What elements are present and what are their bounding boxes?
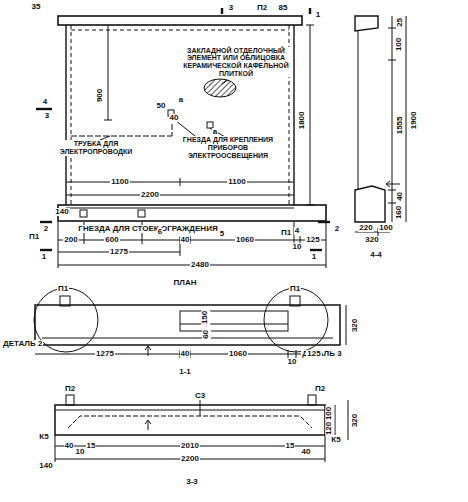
dimension-label: П1: [28, 233, 40, 242]
dimension-label: 15: [285, 442, 296, 451]
dimension-label: ДЕТАЛЬ 2: [2, 340, 43, 349]
dimension-label: 4-4: [369, 251, 383, 260]
dimension-label: 85: [278, 4, 289, 13]
dimension-label: П2: [256, 4, 268, 13]
dimension-label: 100: [396, 36, 405, 51]
dimension-label: 1: [41, 253, 47, 262]
dimension-label: 320: [364, 236, 379, 245]
dimension-label: 2200: [180, 455, 200, 464]
dimension-label: 5: [219, 230, 225, 239]
dimension-label: 2010: [180, 442, 200, 451]
dimension-label: 10: [287, 358, 298, 367]
dimension-label: 40: [169, 114, 180, 123]
dimension-label: 1060: [235, 236, 255, 245]
dimension-label: 1275: [95, 350, 115, 359]
dimension-label: 2: [43, 225, 49, 234]
dimension-label: а: [178, 96, 184, 105]
dimension-label: 10: [75, 448, 86, 457]
dimension-label: 3: [228, 4, 234, 13]
dimension-label: 1060: [228, 350, 248, 359]
dimension-label: 320: [352, 412, 361, 427]
dimension-label: 4: [42, 98, 48, 107]
dimension-label: 1100: [110, 178, 129, 187]
dimension-label: 1800: [298, 110, 307, 130]
dimension-label: 40: [180, 350, 191, 359]
dimension-label: 4: [294, 227, 300, 236]
dimension-label: 220: [358, 224, 373, 233]
dimension-label: 40: [396, 191, 405, 202]
dimension-label: 1555: [396, 115, 405, 135]
dimension-label: 40: [301, 448, 312, 457]
dimension-label: 150: [202, 309, 211, 324]
note-label: ГНЕЗДА ДЛЯ КРЕПЛЕНИЯ ПРИБОРОВ ЭЛЕКТРООСВ…: [173, 136, 283, 159]
dimension-label: 15: [86, 442, 97, 451]
dimension-label: 100: [378, 224, 393, 233]
dimension-label: С3: [194, 392, 206, 401]
dimension-label: 25: [396, 17, 405, 28]
dimension-label: 2480: [190, 261, 210, 270]
dimension-label: 1275: [109, 248, 129, 257]
dimension-label: К5: [330, 436, 341, 445]
dimension-label: 125: [305, 236, 320, 245]
dimension-label: 10: [292, 243, 303, 252]
dimension-label: 1: [315, 11, 321, 20]
dimension-label: 2200: [140, 191, 160, 200]
dimension-label: 60: [202, 329, 211, 340]
dimension-label: 160: [396, 204, 405, 219]
dimension-label: П1: [280, 229, 292, 238]
dimension-label: 1100: [227, 178, 246, 187]
dimension-label: П1: [57, 285, 69, 294]
dimension-label: 6: [157, 228, 163, 237]
dimension-label: К5: [38, 433, 49, 442]
dimension-label: 100: [326, 405, 335, 420]
dimension-label: 40: [180, 236, 191, 245]
dimension-label: 120: [326, 420, 335, 435]
dimension-label: 2: [334, 225, 340, 234]
note-label: ТРУБКА ДЛЯ ЭЛЕКТРОПРОВОДКИ: [57, 140, 135, 155]
dimension-label: П2: [64, 385, 76, 394]
dimension-label: 320: [352, 317, 361, 332]
dimension-label: 140: [38, 462, 53, 471]
dimension-label: 125: [306, 350, 321, 359]
dimension-label: П1: [289, 285, 301, 294]
dimension-label: 3: [44, 112, 50, 121]
dimension-label: 1900: [410, 110, 419, 130]
dimension-label: 50: [156, 102, 167, 111]
dimension-label: П2: [314, 385, 326, 394]
dimension-label: 3-3: [185, 478, 199, 487]
dimension-label: 40: [64, 442, 75, 451]
dimension-label: 600: [104, 236, 119, 245]
dimension-label: 35: [31, 3, 42, 12]
dimension-label: ПЛАН: [173, 279, 198, 288]
dimension-label: ГНЕЗДА ДЛЯ СТОЕК ОГРАЖДЕНИЯ: [77, 225, 218, 234]
note-label: ЗАКЛАДНОЙ ОТДЕЛОЧНЫЙ ЭЛЕМЕНТ ИЛИ ОБЛИЦОВ…: [181, 47, 291, 78]
dimension-label: 1-1: [178, 368, 192, 377]
dimension-label: 140: [54, 208, 69, 217]
dimension-label: 900: [97, 87, 106, 102]
dimension-label: 200: [63, 236, 78, 245]
dimension-label: 1: [311, 253, 317, 262]
dimension-label: а: [212, 128, 218, 137]
